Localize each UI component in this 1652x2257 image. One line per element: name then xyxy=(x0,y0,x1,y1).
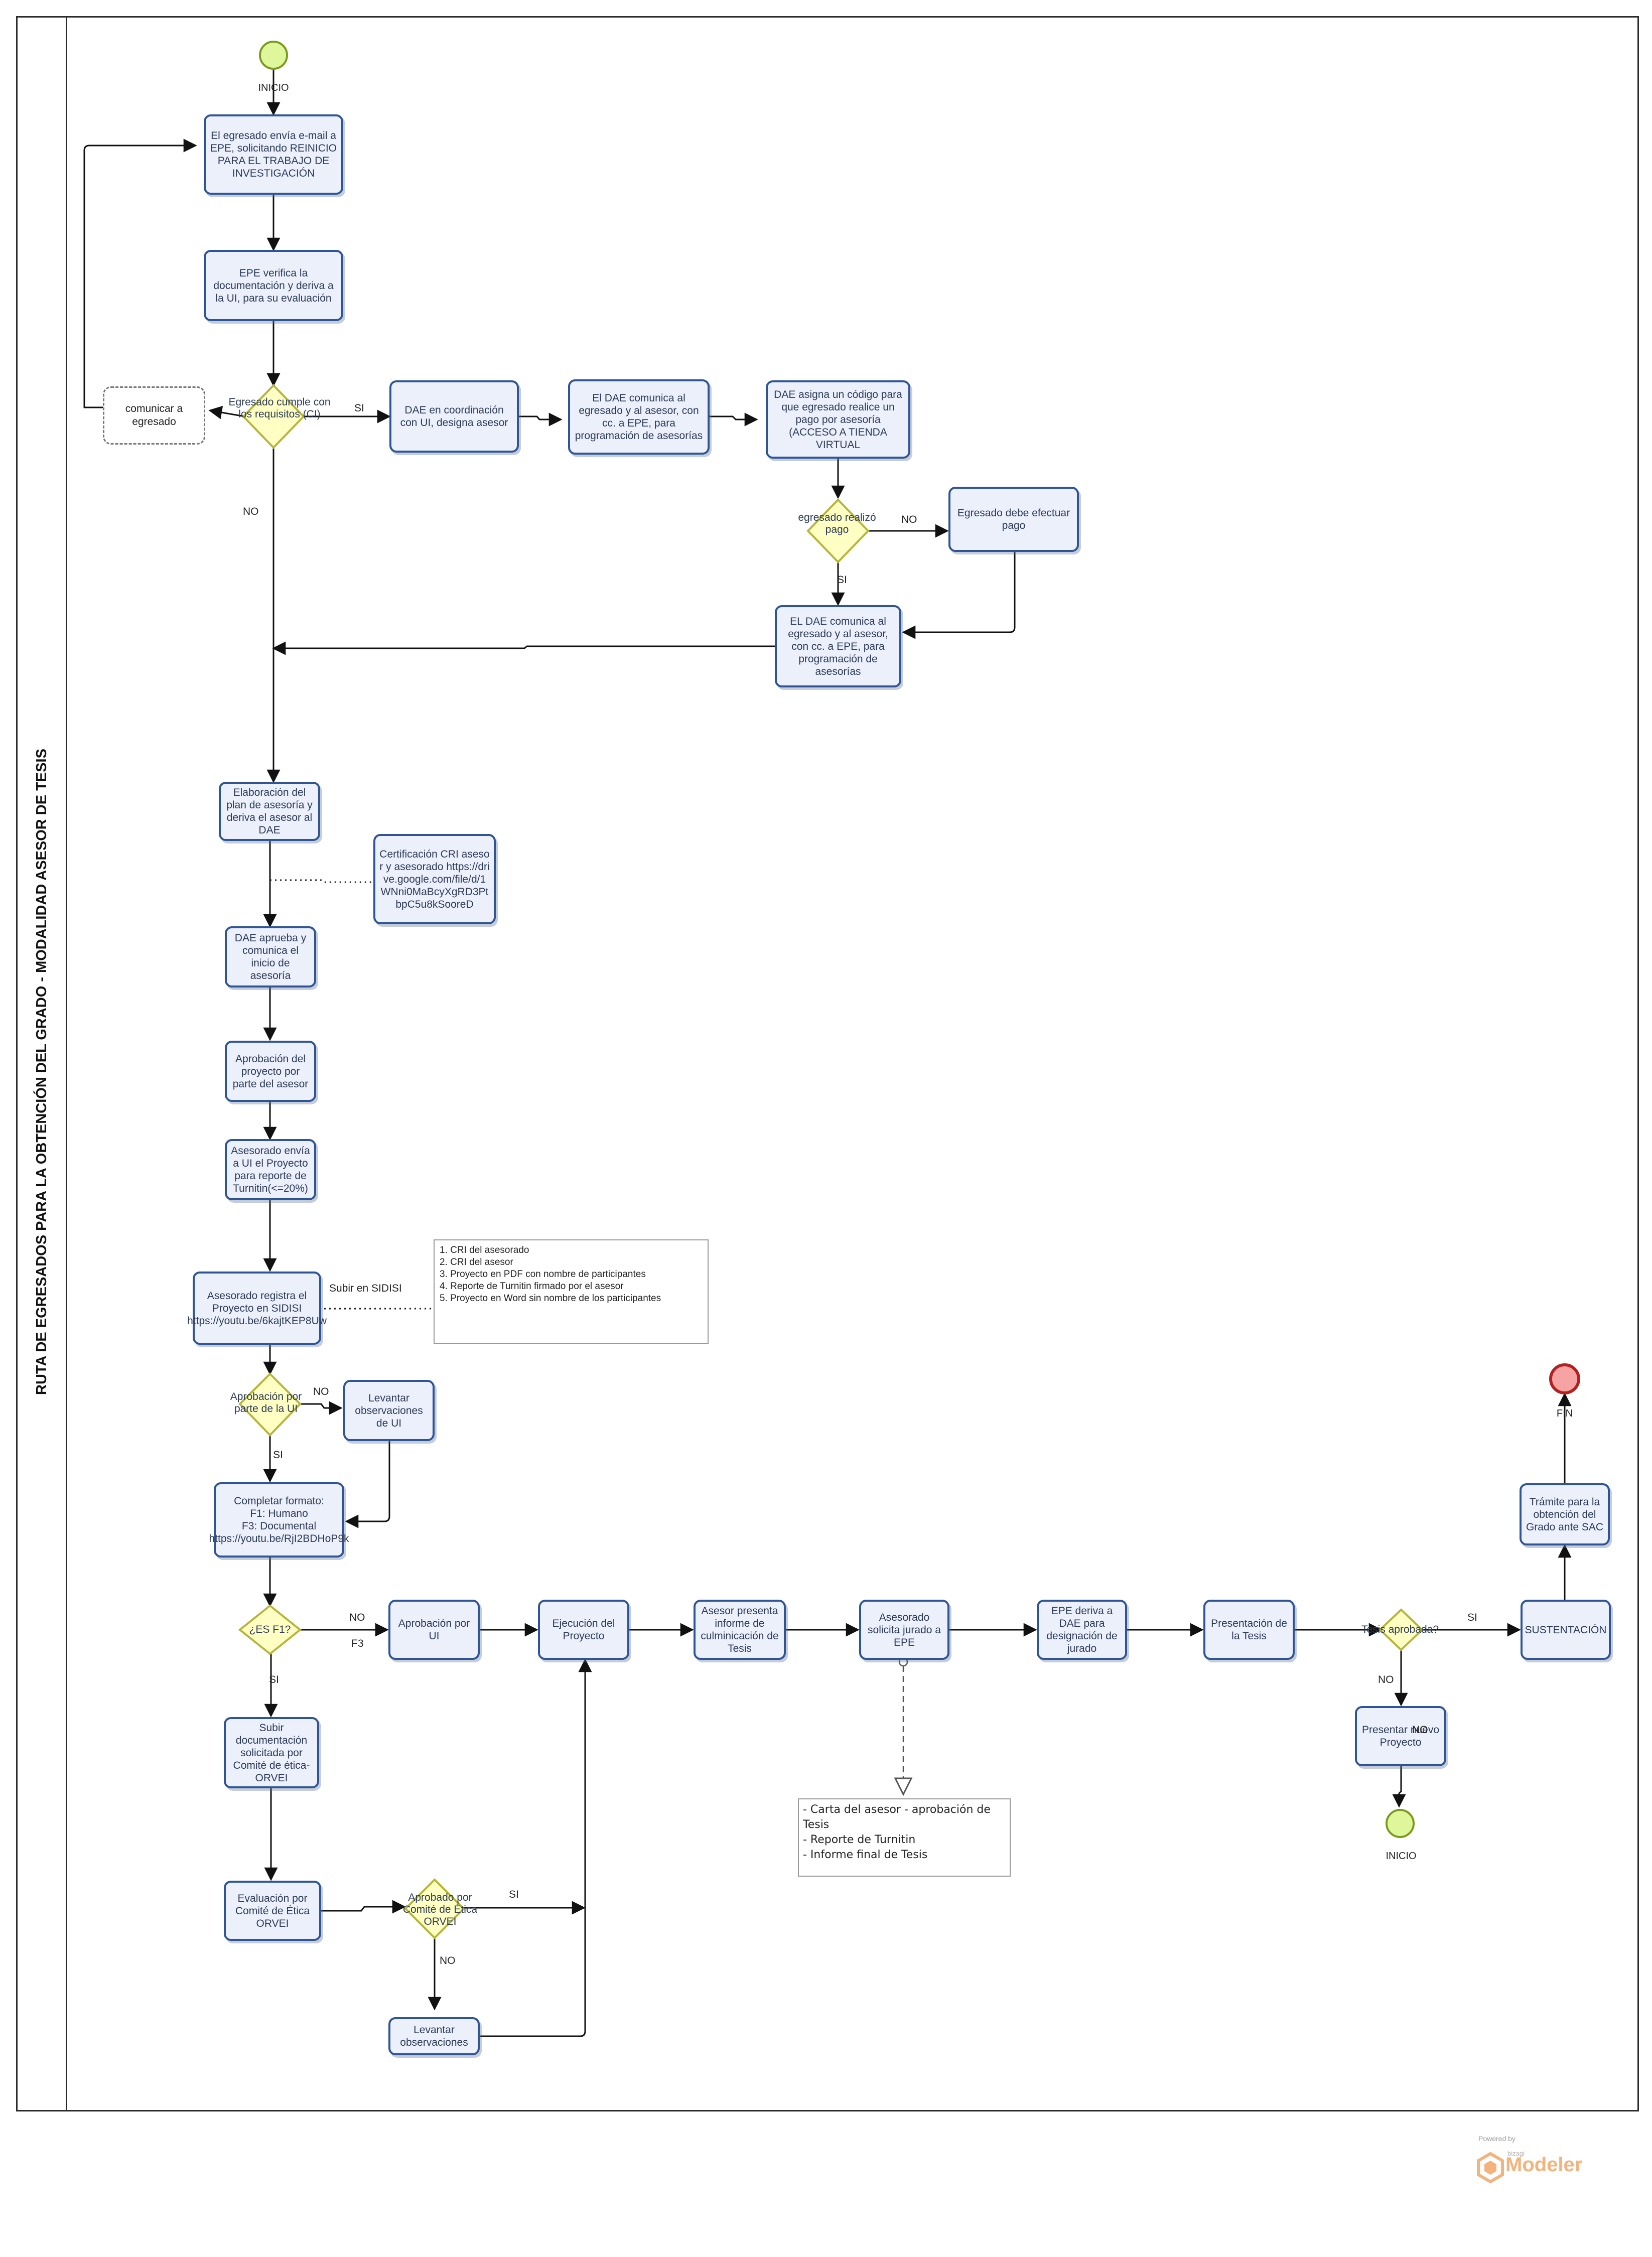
end-event-icon xyxy=(1549,1363,1580,1394)
end-event-label: FIN xyxy=(1556,1408,1573,1419)
task-subir-doc[interactable]: Subir documentación solicitada por Comit… xyxy=(224,1717,319,1788)
flow-gateway-comunicar xyxy=(208,405,245,419)
task-dae-codigo[interactable]: DAE asigna un código para que egresado r… xyxy=(766,380,910,459)
task-nuevo-proyecto[interactable]: Presentar nuevo Proyecto xyxy=(1355,1706,1446,1766)
gateway-etica-label: Aprobado por Comité de Ética ORVEI xyxy=(402,1892,478,1927)
label-no-requisitos: NO xyxy=(243,506,259,517)
note-jurado-list: - Carta del asesor - aprobación de Tesis… xyxy=(798,1798,1011,1877)
task-comunicar[interactable]: comunicar a egresado xyxy=(103,386,205,445)
brand-bizagi: bizagi xyxy=(1507,2150,1525,2157)
task-email[interactable]: El egresado envía e-mail a EPE, solicita… xyxy=(204,114,343,195)
flow-levantar-formato xyxy=(345,1441,390,1528)
flow-eval-gw xyxy=(321,1900,406,1914)
label-subir-sidisi: Subir en SIDISI xyxy=(329,1283,402,1294)
task-plan[interactable]: Elaboración del plan de asesoría y deriv… xyxy=(219,782,320,841)
task-envia-ui[interactable]: Asesorado envía a UI el Proyecto para re… xyxy=(225,1139,316,1200)
start-event-label: INICIO xyxy=(258,82,289,93)
label-no-aprob-ui: NO xyxy=(313,1386,329,1397)
gateway-pago-icon xyxy=(806,498,870,563)
gateway-aprob-ui-icon xyxy=(238,1372,302,1437)
label-si-etica: SI xyxy=(509,1889,519,1900)
task-cert[interactable]: Certificación CRI asesor y asesorado htt… xyxy=(373,834,496,924)
task-dae-coord[interactable]: DAE en coordinación con UI, designa ases… xyxy=(389,380,519,453)
start-event-icon xyxy=(259,41,288,70)
flow-gw-levantar xyxy=(301,1401,343,1415)
flow-comunica1-codigo xyxy=(708,412,758,427)
task-debe-pago[interactable]: Egresado debe efectuar pago xyxy=(948,487,1079,552)
note-requisitos-list: 1. CRI del asesorado 2. CRI del asesor 3… xyxy=(434,1239,709,1344)
bizagi-logo-icon xyxy=(1477,2152,1504,2184)
gateway-requisitos-icon xyxy=(242,384,305,449)
gateway-etica-icon xyxy=(404,1878,465,1939)
flow-dae-comunica1 xyxy=(517,412,563,427)
gateway-pago-label: egresado realizó pago xyxy=(798,512,876,535)
task-formato[interactable]: Completar formato: F1: Humano F3: Docume… xyxy=(209,1482,349,1558)
gateway-esf1-icon xyxy=(238,1604,302,1655)
label-f3: F3 xyxy=(351,1638,364,1649)
gateway-esf1-label: ¿ES F1? xyxy=(249,1624,291,1635)
task-aprob-ui[interactable]: Aprobación por UI xyxy=(388,1600,480,1660)
task-sidisi[interactable]: Asesorado registra el Proyecto en SIDISI… xyxy=(187,1272,327,1345)
task-dae-comunica-2[interactable]: EL DAE comunica al egresado y al asesor,… xyxy=(775,605,901,687)
flow-nuevo-inicio xyxy=(1392,1766,1406,1808)
start-event-2-label: INICIO xyxy=(1386,1851,1417,1862)
label-no-tesis: NO xyxy=(1378,1674,1394,1685)
task-presentacion[interactable]: Presentación de la Tesis xyxy=(1203,1600,1295,1660)
task-sustentacion[interactable]: SUSTENTACIÓN xyxy=(1521,1600,1611,1660)
label-no-overlap: NO xyxy=(1412,1724,1428,1736)
task-epe-verifica[interactable]: EPE verifica la documentación y deriva a… xyxy=(204,250,343,321)
label-si-f1: SI xyxy=(269,1674,279,1685)
label-si-requisitos: SI xyxy=(354,402,364,414)
brand-modeler: Modeler xyxy=(1505,2154,1583,2176)
pool-border xyxy=(16,16,1639,2111)
label-si-tesis: SI xyxy=(1467,1612,1477,1623)
task-informe[interactable]: Asesor presenta informe de culminicación… xyxy=(694,1600,786,1660)
label-no-f1: NO xyxy=(349,1612,365,1623)
label-si-pago: SI xyxy=(837,574,847,586)
lane-header xyxy=(16,16,67,2111)
task-dae-aprueba[interactable]: DAE aprueba y comunica el inicio de ases… xyxy=(225,926,316,988)
gateway-aprob-ui-label: Aprobación por parte de la UI xyxy=(230,1391,302,1415)
label-si-aprob-ui: SI xyxy=(273,1449,283,1461)
task-dae-comunica-1[interactable]: El DAE comunica al egresado y al asesor,… xyxy=(568,379,710,455)
task-levantar-obs[interactable]: Levantar observaciones xyxy=(388,2017,480,2055)
label-no-pago: NO xyxy=(901,514,917,525)
task-eval-etica[interactable]: Evaluación por Comité de Ética ORVEI xyxy=(224,1881,321,1941)
task-levantar-ui[interactable]: Levantar observaciones de UI xyxy=(343,1380,435,1441)
task-epe-deriva[interactable]: EPE deriva a DAE para designación de jur… xyxy=(1037,1600,1127,1660)
assoc-cert xyxy=(270,879,373,883)
flow-debe-comunica2 xyxy=(902,552,1016,639)
gateway-requisitos-label: Egresado cumple con los requisitos (CI) xyxy=(228,396,331,420)
start-event-2-icon xyxy=(1386,1809,1415,1838)
task-ejecucion[interactable]: Ejecución del Proyecto xyxy=(538,1600,629,1660)
brand-powered: Powered by xyxy=(1478,2135,1516,2143)
task-tramite[interactable]: Trámite para la obtención del Grado ante… xyxy=(1520,1483,1610,1545)
task-solicita-jurado[interactable]: Asesorado solicita jurado a EPE xyxy=(859,1600,949,1660)
label-no-etica: NO xyxy=(440,1955,456,1966)
flow-comunica2-main xyxy=(272,641,775,655)
gateway-tesis-label: Tesis aprobada? xyxy=(1361,1624,1439,1635)
task-aprob-proyecto[interactable]: Aprobación del proyecto por parte del as… xyxy=(225,1041,316,1102)
flow-loop-email xyxy=(83,138,197,408)
flow-levantar-ejec xyxy=(480,1658,592,2037)
gateway-tesis-icon xyxy=(1379,1608,1424,1651)
